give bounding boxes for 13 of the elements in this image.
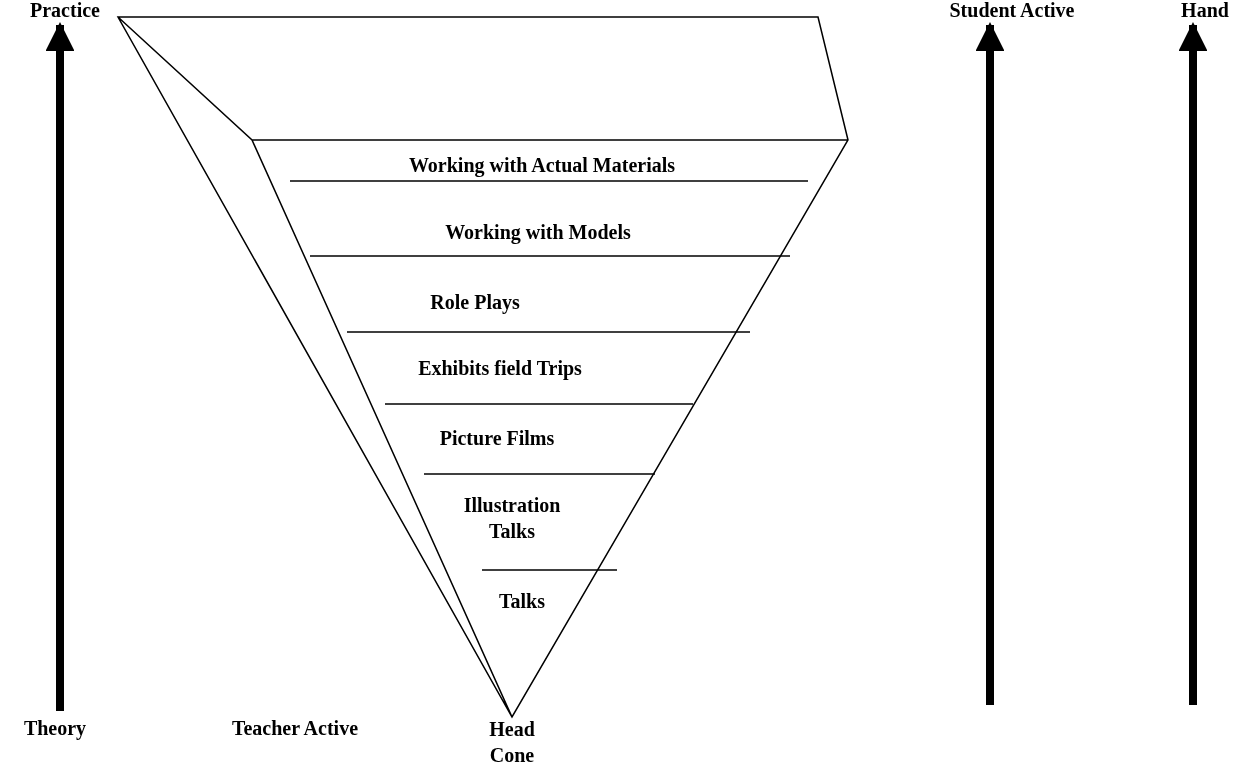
band-label: Role Plays xyxy=(430,290,520,315)
band-label: Talks xyxy=(499,589,545,614)
axis-label: Theory xyxy=(23,715,87,741)
band-label: Working with Actual Materials xyxy=(408,153,676,178)
band-label: Illustration Talks xyxy=(462,493,562,544)
axis-label: Student Active xyxy=(949,0,1075,23)
axis-label: Head Cone xyxy=(488,717,536,768)
band-label: Exhibits field Trips xyxy=(418,356,582,381)
band-label: Working with Models xyxy=(445,220,631,245)
axis-label: Hand xyxy=(1181,0,1229,23)
band-label: Picture Films xyxy=(439,426,555,451)
axis-label: Teacher Active xyxy=(231,716,359,741)
axis-label: Practice xyxy=(30,0,100,23)
